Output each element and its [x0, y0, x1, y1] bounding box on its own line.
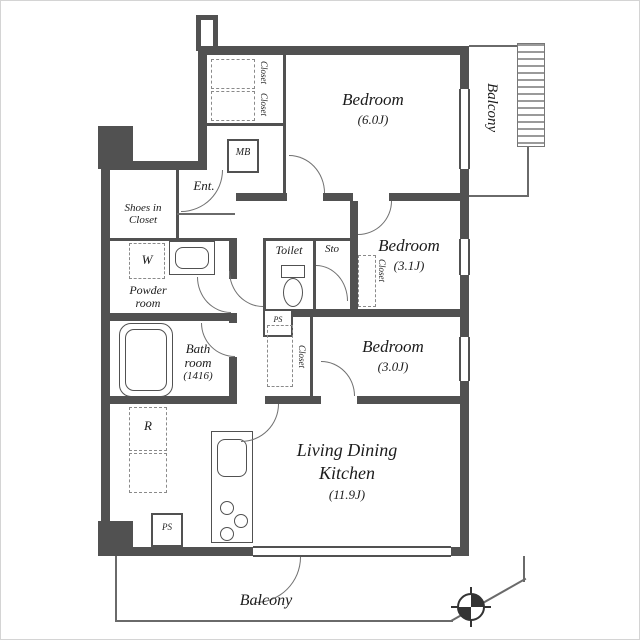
balcony-partition-hatch — [517, 43, 545, 147]
wall-toilet-top — [263, 238, 353, 241]
balcony-bottom-label: Balcony — [239, 592, 293, 609]
door-arc-powder-room — [197, 277, 231, 313]
washbasin-bowl — [175, 247, 209, 269]
wall-bedroom1-bottom-c — [389, 193, 469, 201]
closet-label-4: Closet — [297, 345, 307, 369]
wall-toilet-left — [263, 238, 266, 309]
closet-label-2: Closet — [259, 93, 269, 117]
fridge-label: R — [144, 418, 152, 433]
wall-shoes-closet-bottom — [110, 238, 232, 241]
upper-closet-cell-1 — [211, 59, 255, 89]
entrance-step-line — [177, 213, 235, 215]
closet-label-1: Closet — [259, 61, 269, 85]
wall-top-left — [101, 161, 207, 170]
wall-right — [460, 46, 469, 556]
shoes-closet-line1: Shoes in — [124, 202, 162, 214]
wall-bedroom3-bottom-b — [357, 396, 469, 404]
corner-block-bottom-left — [98, 521, 133, 556]
wall-bath-bottom — [110, 396, 237, 404]
bath-line2: room — [184, 355, 212, 370]
window-bedroom1 — [459, 89, 470, 169]
balcony-bottom-left-edge — [115, 556, 117, 622]
door-arc-ldk — [241, 404, 279, 442]
ldk-name-line1: Living Dining — [296, 440, 398, 460]
window-ldk — [299, 546, 451, 557]
toilet-bowl — [283, 278, 303, 307]
bath-line1: Bath — [185, 341, 211, 356]
balcony-right-label: Balcony — [484, 83, 500, 133]
shoes-closet-line2: Closet — [128, 214, 158, 226]
bath-size: (1416) — [183, 370, 213, 382]
bedroom2-closet-outline — [358, 255, 376, 307]
bedroom1-name: Bedroom — [342, 90, 404, 109]
wall-bedroom1-bottom-b — [323, 193, 353, 201]
wall-toilet-right — [313, 238, 316, 309]
wall-upper-block-left — [198, 46, 207, 170]
wall-powder-bath — [110, 313, 237, 321]
bathtub-inner — [125, 329, 167, 391]
wall-upper-closet-bottom — [207, 123, 286, 126]
ldk-size: (11.9J) — [328, 487, 366, 502]
meter-box — [227, 139, 259, 173]
bedroom2-name: Bedroom — [378, 236, 440, 255]
pipe-space-top-box — [263, 309, 293, 337]
balcony-right-top-edge — [469, 45, 529, 47]
entrance-label: Ent. — [193, 178, 215, 193]
washer-label: W — [141, 252, 153, 267]
wall-bedroom1-bottom-a — [236, 193, 287, 201]
balcony-right-bottom-edge — [469, 195, 529, 197]
wall-bedroom2-left — [350, 201, 358, 309]
wall-bedroom3-bottom-a — [265, 396, 321, 404]
storage-label: Sto — [324, 243, 340, 255]
toilet-label: Toilet — [275, 243, 303, 257]
stove-burner-2 — [234, 514, 248, 528]
wall-bedroom3-closet-divider — [310, 317, 313, 396]
door-arc-toilet — [229, 271, 263, 307]
meter-box-label: MB — [235, 147, 251, 158]
window-bedroom3 — [459, 337, 470, 381]
door-arc-bedroom2 — [358, 201, 392, 235]
toilet-tank — [281, 265, 305, 278]
pipe-space-bottom-box — [151, 513, 183, 547]
wall-shoes-closet-right — [176, 170, 179, 238]
powder-room-line2: room — [135, 296, 161, 310]
wall-left — [101, 161, 110, 556]
wall-bedroom2-bottom — [293, 309, 469, 317]
wall-hall-vertical-a — [229, 238, 237, 279]
corner-block-top-left — [98, 126, 133, 169]
compass-icon — [457, 593, 485, 621]
stove-burner-3 — [220, 527, 234, 541]
bedroom2-size: (3.1J) — [393, 258, 425, 273]
bedroom3-closet-outline — [267, 325, 293, 387]
bedroom3-name: Bedroom — [362, 337, 424, 356]
kitchen-sink — [217, 439, 247, 477]
washer-space-outline — [129, 243, 165, 279]
wall-hall-vertical-c — [229, 357, 237, 404]
door-arc-bedroom1 — [289, 155, 325, 193]
powder-room-line1: Powder — [129, 283, 167, 297]
door-arc-storage — [316, 265, 348, 301]
balcony-bottom-right-edge — [523, 556, 525, 582]
wall-top — [198, 46, 469, 55]
balcony-bottom-edge — [115, 620, 453, 622]
pipe-space-top-label: PS — [273, 315, 283, 324]
balcony-door-opening — [253, 546, 299, 557]
window-bedroom2 — [459, 239, 470, 275]
bedroom1-size: (6.0J) — [357, 112, 389, 127]
fridge-space-outline — [129, 407, 167, 451]
stove-burner-1 — [220, 501, 234, 515]
pipe-space-bottom-label: PS — [162, 522, 172, 532]
bedroom3-size: (3.0J) — [377, 359, 409, 374]
cupboard-space-outline — [129, 453, 167, 493]
ldk-name-line2: Kitchen — [319, 463, 375, 483]
closet-label-3: Closet — [377, 259, 387, 283]
upper-closet-cell-2 — [211, 91, 255, 121]
